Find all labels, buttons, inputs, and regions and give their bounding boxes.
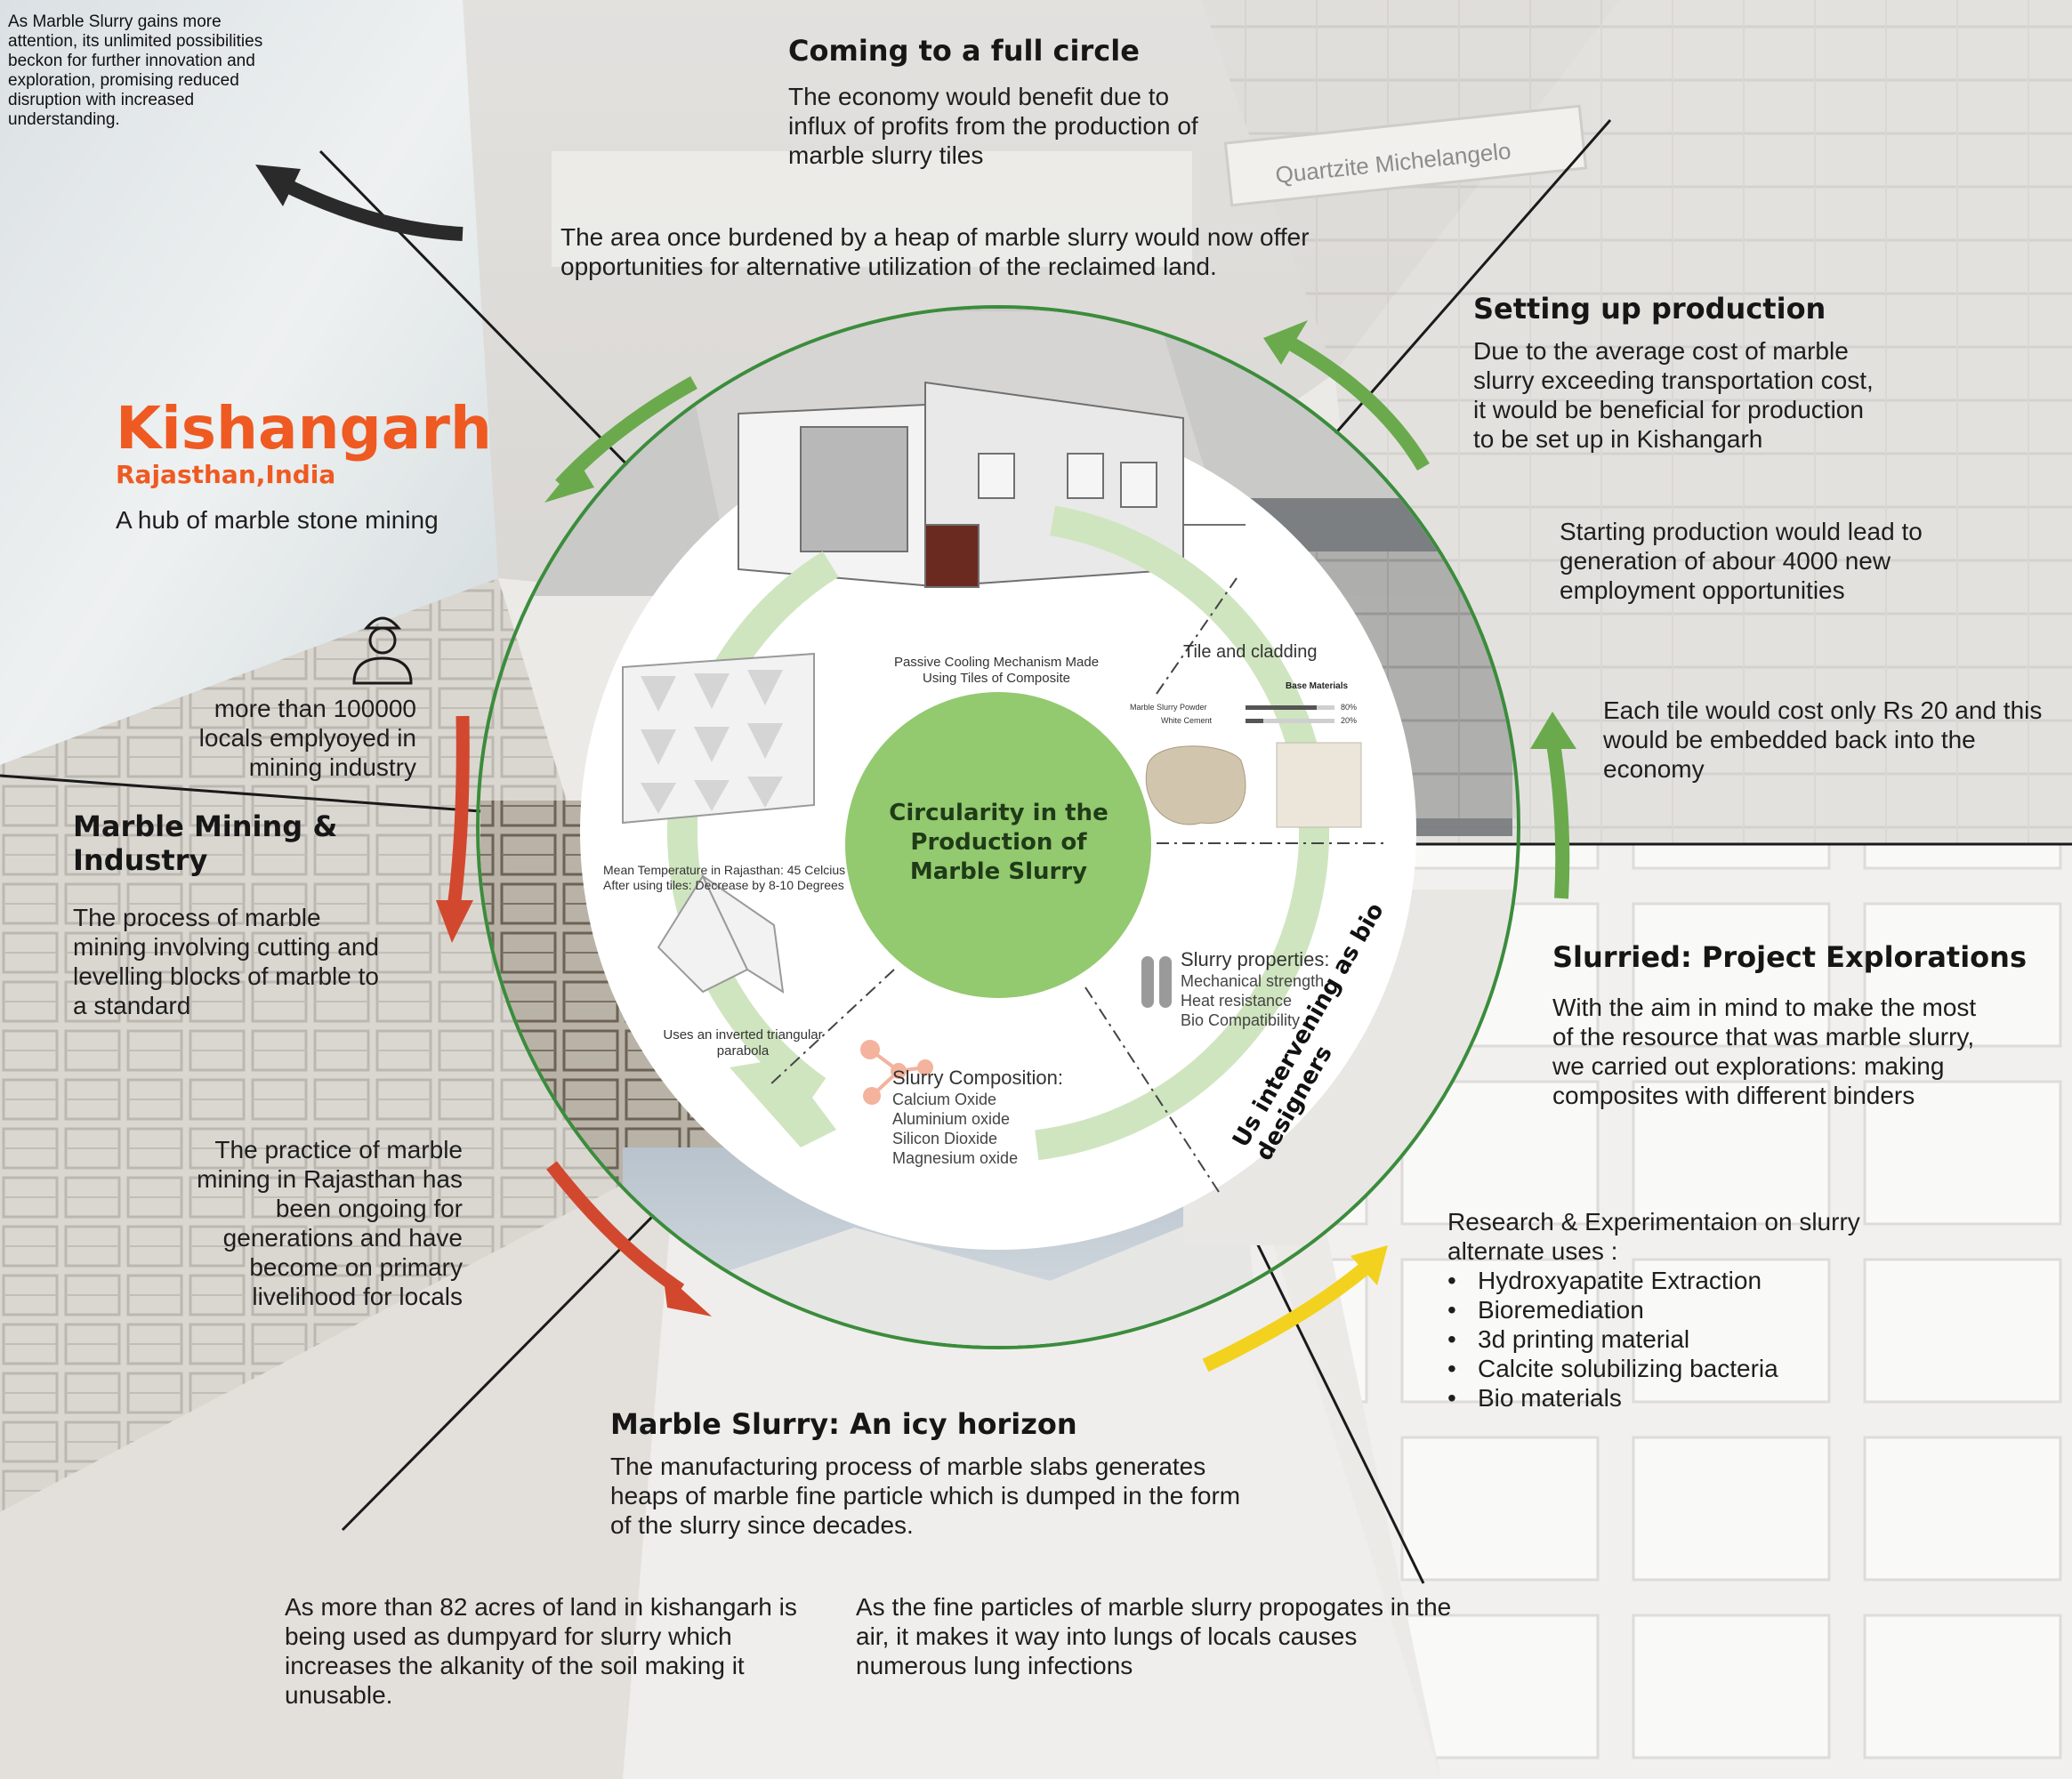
research-item: Calcite solubilizing bacteria (1447, 1354, 1946, 1383)
property-item: Mechanical strength (1181, 972, 1325, 990)
explorations-title: Slurried: Project Explorations (1552, 940, 2027, 974)
mining-text: The process of marble mining involving c… (73, 904, 379, 1019)
research-item: 3d printing material (1447, 1324, 1946, 1354)
slurry-horizon-text: The manufacturing process of marble slab… (610, 1453, 1241, 1539)
passive-cooling-label: Passive Cooling Mechanism Made Using Til… (893, 655, 1100, 686)
property-item: Bio Compatibility (1181, 1011, 1301, 1029)
location-city: Kishangarh (116, 394, 492, 463)
explorations-text: With the aim in mind to make the most of… (1552, 994, 1977, 1109)
research-item: Hydroxyapatite Extraction (1447, 1266, 1946, 1295)
center-title: Circularity in the Production of Marble … (889, 800, 1109, 885)
composition-item: Aluminium oxide (892, 1110, 1011, 1128)
research-item: Bio materials (1447, 1383, 1946, 1413)
base-bar-marble (1246, 705, 1317, 710)
composition-item: Magnesium oxide (892, 1149, 1019, 1167)
property-item: Heat resistance (1181, 992, 1293, 1010)
intro-note: As Marble Slurry gains more attention, i… (8, 12, 263, 129)
base-row-cement-pct: 20% (1341, 716, 1358, 725)
worker-icon (351, 607, 414, 687)
mining-text2: The practice of marble mining in Rajasth… (197, 1136, 463, 1310)
production-employment: Starting production would lead to genera… (1560, 518, 1923, 604)
composition-item: Silicon Dioxide (892, 1130, 998, 1147)
production-text: Due to the average cost of marble slurry… (1473, 337, 1874, 453)
full-circle-title: Coming to a full circle (788, 34, 1140, 68)
base-row-marble-pct: 80% (1341, 703, 1358, 712)
tile-cladding-label: Tile and cladding (1183, 642, 1318, 662)
research-list: Hydroxyapatite Extraction Bioremediation… (1447, 1266, 1946, 1413)
parabola-label: Uses an inverted triangular parabola (663, 1027, 823, 1059)
research-item: Bioremediation (1447, 1295, 1946, 1324)
full-circle-text2: The area once burdened by a heap of marb… (560, 223, 1310, 280)
location-tagline: A hub of marble stone mining (116, 506, 439, 534)
mining-title: Marble Mining & Industry (73, 809, 338, 877)
base-row-marble: Marble Slurry Powder (1130, 703, 1207, 712)
base-materials-title: Base Materials (1286, 681, 1349, 691)
composition-title: Slurry Composition: (892, 1067, 1063, 1089)
lungs-text: As the fine particles of marble slurry p… (856, 1593, 1452, 1679)
employment-text: more than 100000 locals emplyoyed in min… (198, 695, 416, 781)
land-text: As more than 82 acres of land in kishang… (285, 1593, 797, 1709)
slurry-horizon-title: Marble Slurry: An icy horizon (610, 1407, 1077, 1441)
research-block: Research & Experimentaion on slurry alte… (1447, 1207, 1946, 1413)
properties-block: Slurry properties: Mechanical strength H… (1181, 948, 1412, 1030)
composition-block: Slurry Composition: Calcium Oxide Alumin… (892, 1067, 1124, 1168)
research-title: Research & Experimentaion on slurry alte… (1447, 1208, 1860, 1265)
base-row-cement: White Cement (1161, 716, 1213, 725)
full-circle-text: The economy would benefit due to influx … (788, 83, 1198, 169)
base-bar-cement (1246, 719, 1263, 723)
composition-item: Calcium Oxide (892, 1091, 997, 1108)
production-cost: Each tile would cost only Rs 20 and this… (1603, 696, 2043, 783)
location-region: Rajasthan,India (116, 460, 336, 489)
production-title: Setting up production (1473, 292, 1826, 326)
temperature-label: Mean Temperature in Rajasthan: 45 Celciu… (603, 863, 846, 892)
properties-title: Slurry properties: (1181, 948, 1330, 970)
